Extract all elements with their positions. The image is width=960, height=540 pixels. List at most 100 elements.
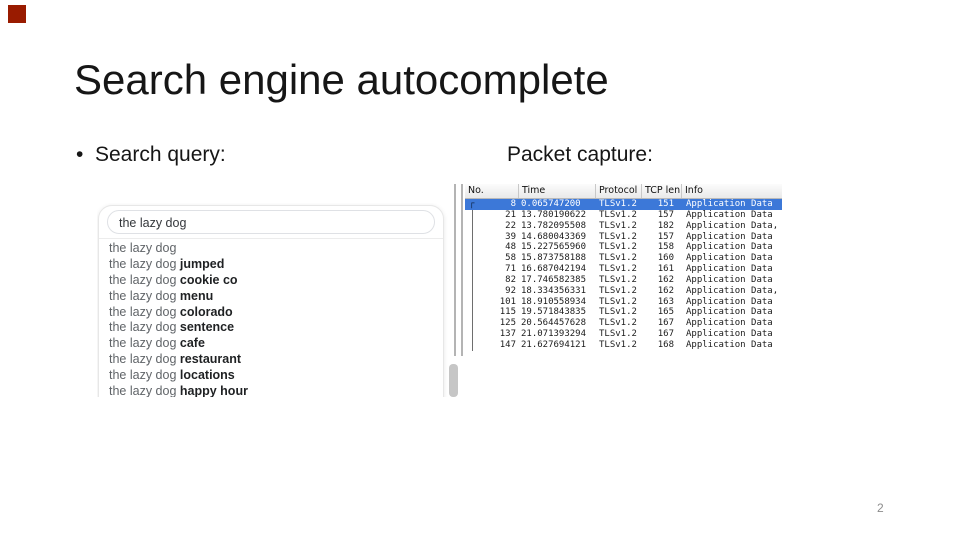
suggestion-item[interactable]: the lazy dog jumped xyxy=(99,257,443,273)
cell-protocol: TLSv1.2 xyxy=(599,339,637,350)
suggestion-prefix: the lazy dog xyxy=(109,288,180,303)
cell-tcp-len: 162 xyxy=(657,285,674,296)
packet-row[interactable]: 92 18.334356331 TLSv1.2 162 Application … xyxy=(465,286,782,297)
cell-time: 20.564457628 xyxy=(521,318,587,329)
cell-tcp-len: 182 xyxy=(657,220,674,231)
conversation-start-marker: ┌ xyxy=(469,199,475,209)
packet-capture-label: Packet capture: xyxy=(507,143,653,166)
cell-no: 71 xyxy=(505,264,516,275)
suggestion-item[interactable]: the lazy dog sentence xyxy=(99,320,443,336)
suggestion-suffix: locations xyxy=(179,368,235,383)
suggestion-item[interactable]: the lazy dog restaurant xyxy=(99,352,443,368)
suggestion-prefix: the lazy dog xyxy=(109,241,177,255)
suggestion-prefix: the lazy dog xyxy=(109,304,180,319)
autocomplete-screenshot: the lazy dog the lazy dog the lazy dog j… xyxy=(97,203,462,397)
packet-row[interactable]: 48 15.227565960 TLSv1.2 158 Application … xyxy=(465,242,782,253)
cell-no: 22 xyxy=(505,220,516,231)
cell-time: 0.065747200 xyxy=(521,199,581,209)
window-edge-stripes xyxy=(454,184,463,356)
cell-tcp-len: 157 xyxy=(657,231,674,242)
suggestion-item[interactable]: the lazy dog happy hour xyxy=(99,384,443,397)
packet-row[interactable]: 71 16.687042194 TLSv1.2 161 Application … xyxy=(465,264,782,275)
cell-time: 18.910558934 xyxy=(521,296,587,307)
suggestion-prefix: the lazy dog xyxy=(109,384,180,397)
scrollbar-thumb[interactable] xyxy=(449,364,458,397)
cell-no: 115 xyxy=(499,307,516,318)
cell-tcp-len: 165 xyxy=(657,307,674,318)
packet-table-rows: ┌ 8 0.065747200 TLSv1.2 151 Application … xyxy=(465,199,782,351)
cell-time: 18.334356331 xyxy=(521,285,587,296)
cell-info: Application Data xyxy=(686,318,773,329)
cell-info: Application Data xyxy=(686,231,773,242)
cell-time: 21.627694121 xyxy=(521,339,587,350)
cell-tcp-len: 163 xyxy=(657,296,674,307)
suggestion-suffix: restaurant xyxy=(179,352,242,367)
page-number: 2 xyxy=(877,501,884,515)
column-header[interactable]: No. xyxy=(465,184,519,198)
cell-no: 147 xyxy=(499,339,516,350)
cell-no: 8 xyxy=(510,199,516,209)
cell-protocol: TLSv1.2 xyxy=(599,253,637,264)
packet-row[interactable]: 82 17.746582385 TLSv1.2 162 Application … xyxy=(465,275,782,286)
cell-protocol: TLSv1.2 xyxy=(599,264,637,275)
cell-time: 13.780190622 xyxy=(521,209,587,220)
cell-info: Application Data xyxy=(686,339,773,350)
suggestion-suffix: cookie co xyxy=(179,272,238,287)
cell-info: Application Data xyxy=(686,307,773,318)
cell-no: 39 xyxy=(505,231,516,242)
column-header[interactable]: TCP len xyxy=(642,184,682,198)
packet-row[interactable]: 21 13.780190622 TLSv1.2 157 Application … xyxy=(465,210,782,221)
suggestion-suffix: menu xyxy=(179,288,214,303)
cell-info: Application Data xyxy=(686,296,773,307)
cell-no: 48 xyxy=(505,242,516,253)
suggestion-prefix: the lazy dog xyxy=(109,256,180,271)
cell-tcp-len: 151 xyxy=(657,199,674,209)
slide-accent-square xyxy=(8,5,26,23)
cell-info: Application Data, xyxy=(686,220,779,231)
packet-row[interactable]: 125 20.564457628 TLSv1.2 167 Application… xyxy=(465,318,782,329)
cell-protocol: TLSv1.2 xyxy=(599,285,637,296)
suggestion-prefix: the lazy dog xyxy=(109,352,180,367)
suggestion-item[interactable]: the lazy dog locations xyxy=(99,368,443,384)
suggestion-list: the lazy dog the lazy dog jumped the laz… xyxy=(99,239,443,397)
cell-time: 14.680043369 xyxy=(521,231,587,242)
packet-row[interactable]: 137 21.071393294 TLSv1.2 167 Application… xyxy=(465,329,782,340)
suggestion-item[interactable]: the lazy dog cafe xyxy=(99,336,443,352)
packet-row[interactable]: 101 18.910558934 TLSv1.2 163 Application… xyxy=(465,297,782,308)
column-header[interactable]: Protocol xyxy=(596,184,642,198)
search-input[interactable]: the lazy dog xyxy=(107,210,435,234)
cell-info: Application Data xyxy=(686,253,773,264)
packet-row[interactable]: 147 21.627694121 TLSv1.2 168 Application… xyxy=(465,340,782,351)
cell-time: 21.071393294 xyxy=(521,329,587,340)
packet-row[interactable]: 39 14.680043369 TLSv1.2 157 Application … xyxy=(465,232,782,243)
packet-table-header: No. Time Protocol TCP len Info xyxy=(465,184,782,199)
search-query-label-text: Search query: xyxy=(95,143,226,166)
cell-time: 15.873758188 xyxy=(521,253,587,264)
cell-time: 13.782095508 xyxy=(521,220,587,231)
search-query-label: •Search query: xyxy=(76,143,226,167)
cell-protocol: TLSv1.2 xyxy=(599,296,637,307)
packet-capture-screenshot: No. Time Protocol TCP len Info ┌ 8 0.065… xyxy=(454,184,782,356)
cell-no: 101 xyxy=(499,296,516,307)
cell-no: 21 xyxy=(505,209,516,220)
cell-time: 15.227565960 xyxy=(521,242,587,253)
column-header[interactable]: Time xyxy=(519,184,596,198)
packet-row[interactable]: ┌ 8 0.065747200 TLSv1.2 151 Application … xyxy=(465,199,782,210)
packet-row[interactable]: 22 13.782095508 TLSv1.2 182 Application … xyxy=(465,221,782,232)
suggestion-suffix: jumped xyxy=(179,256,225,271)
cell-protocol: TLSv1.2 xyxy=(599,231,637,242)
cell-protocol: TLSv1.2 xyxy=(599,199,637,209)
suggestion-item[interactable]: the lazy dog xyxy=(99,241,443,257)
suggestion-item[interactable]: the lazy dog cookie co xyxy=(99,273,443,289)
suggestion-item[interactable]: the lazy dog menu xyxy=(99,289,443,305)
suggestion-item[interactable]: the lazy dog colorado xyxy=(99,305,443,321)
packet-row[interactable]: 58 15.873758188 TLSv1.2 160 Application … xyxy=(465,253,782,264)
column-header[interactable]: Info xyxy=(685,185,703,196)
cell-time: 19.571843835 xyxy=(521,307,587,318)
cell-no: 137 xyxy=(499,329,516,340)
packet-row[interactable]: 115 19.571843835 TLSv1.2 165 Application… xyxy=(465,307,782,318)
cell-info: Application Data xyxy=(686,209,773,220)
cell-no: 125 xyxy=(499,318,516,329)
cell-info: Application Data xyxy=(686,242,773,253)
